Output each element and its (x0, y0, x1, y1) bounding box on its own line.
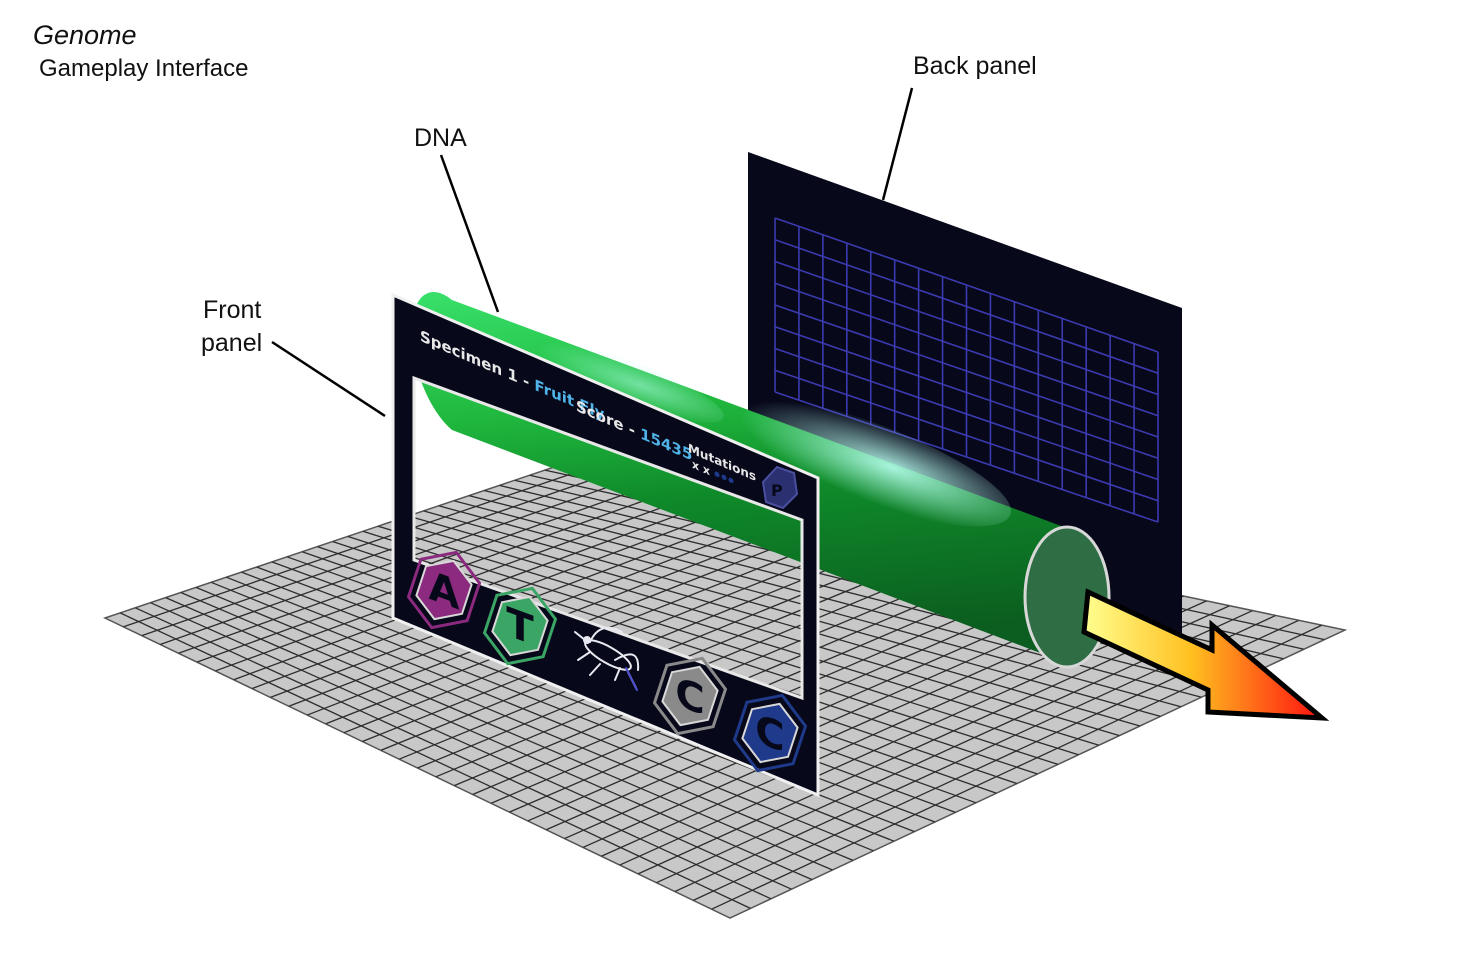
mutation-slot-icon (728, 477, 734, 484)
front-panel-label-line2: panel (201, 329, 262, 357)
pause-button[interactable]: P (761, 465, 799, 510)
base-button-t[interactable]: T (482, 586, 558, 666)
mutation-slot-icon (714, 471, 720, 478)
dna-label: DNA (414, 124, 467, 152)
base-letter: C (755, 705, 784, 762)
base-button-c[interactable]: C (732, 693, 808, 773)
base-button-c[interactable]: C (652, 656, 728, 736)
mutation-slot-icon (721, 474, 727, 481)
callouts: Back panel DNA Front panel (201, 52, 1037, 418)
front-panel: Specimen 1 - Fruit Fly Score - 15435 Mut… (391, 292, 820, 798)
back-panel-label: Back panel (913, 52, 1037, 80)
fruit-fly-icon (574, 626, 640, 691)
base-button-a[interactable]: A (406, 550, 482, 630)
arrow-right-icon (1081, 588, 1330, 721)
page-subtitle: Gameplay Interface (39, 55, 248, 82)
page-title: Genome (33, 20, 137, 50)
base-letter: T (506, 598, 533, 654)
base-letter: C (675, 668, 704, 725)
front-panel-label-line1: Front (203, 296, 261, 324)
pause-label: P (771, 481, 783, 500)
base-letter: A (429, 562, 460, 620)
